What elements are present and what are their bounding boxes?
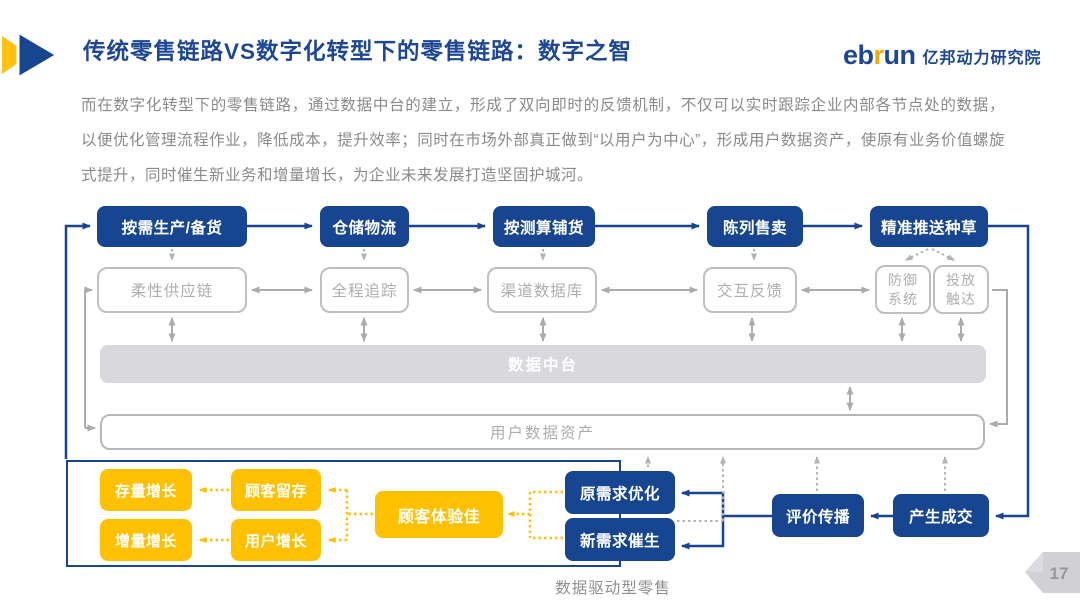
mid-box-flexible-supply-chain: 柔性供应链 (97, 267, 247, 313)
demand-box-original-optimize: 原需求优化 (565, 471, 675, 514)
logo: ebrun 亿邦动力研究院 (843, 40, 1042, 71)
growth-box-customer-retention: 顾客留存 (231, 469, 321, 511)
defense-system-label: 防御系统 (888, 272, 918, 307)
yellow-dotted-arrows (199, 487, 563, 543)
flow-step-display-sell: 陈列售卖 (707, 206, 803, 247)
bottom-caption: 数据驱动型零售 (555, 580, 671, 597)
growth-box-increment-growth: 增量增长 (100, 519, 192, 561)
blue-triangle-icon (16, 32, 60, 78)
growth-box-user-growth: 用户增长 (231, 519, 321, 561)
user-data-asset-bar: 用户数据资产 (100, 414, 985, 450)
logo-un: un (883, 40, 917, 70)
logo-r: r (873, 40, 885, 70)
gray-dotted-arrows (169, 248, 955, 522)
logo-ebrun: ebrun (843, 40, 916, 71)
growth-box-stock-growth: 存量增长 (100, 469, 192, 511)
mid-box-interaction-feedback: 交互反馈 (703, 267, 797, 313)
logo-eb: eb (843, 40, 874, 70)
page-number: 17 (1050, 564, 1069, 583)
flow-step-warehouse-logistics: 仓储物流 (320, 206, 409, 247)
flow-step-precise-push: 精准推送种草 (870, 206, 988, 247)
mid-box-defense-system: 防御系统 (875, 265, 931, 314)
yellow-triangle-icon (2, 36, 30, 74)
page-title: 传统零售链路VS数字化转型下的零售链路：数字之智 (83, 39, 633, 64)
gray-solid-arrows (84, 286, 1008, 432)
blue-flow-arrows (64, 222, 1030, 550)
demand-box-new-generate: 新需求催生 (565, 518, 675, 561)
intro-paragraph: 而在数字化转型下的零售链路，通过数据中台的建立，形成了双向即时的反馈机制，不仅可… (81, 97, 1005, 184)
page-number-badge: 17 (1025, 552, 1080, 593)
deal-close-box: 产生成交 (893, 494, 989, 537)
customer-experience-box: 顾客体验佳 (375, 491, 503, 538)
review-spread-box: 评价传播 (772, 494, 864, 537)
mid-box-full-tracking: 全程追踪 (320, 267, 409, 313)
ad-reach-label: 投放触达 (946, 272, 976, 307)
mid-box-ad-reach: 投放触达 (933, 265, 989, 314)
flow-step-produce-stock: 按需生产/备货 (97, 206, 247, 247)
logo-org-name: 亿邦动力研究院 (922, 49, 1042, 67)
badge-fold (1025, 552, 1043, 572)
flow-step-calculated-distribution: 按测算铺货 (493, 206, 595, 247)
header-arrow-icon (2, 32, 60, 78)
mid-box-channel-database: 渠道数据库 (487, 267, 597, 313)
data-platform-bar: 数据中台 (100, 345, 986, 383)
